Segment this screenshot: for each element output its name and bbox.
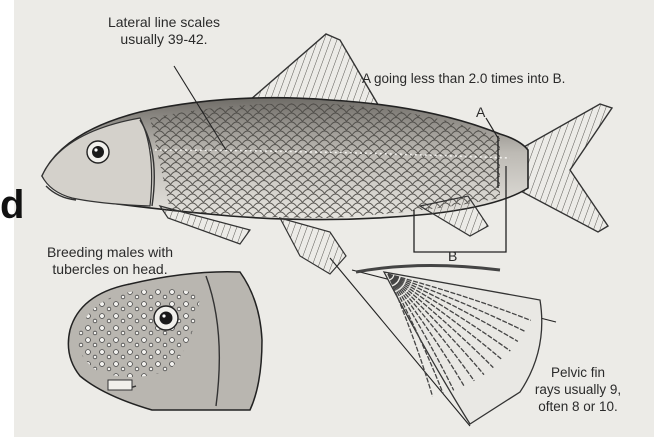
breeding-head-inset <box>68 272 262 410</box>
pelvic-label-line1: Pelvic fin <box>518 364 638 381</box>
breeding-label-line2: tubercles on head. <box>10 261 210 278</box>
caudal-fin <box>515 104 612 232</box>
lateral-line-label-line2: usually 39-42. <box>84 31 244 48</box>
marker-b-label: B <box>448 248 457 265</box>
pelvic-label-line2: rays usually 9, <box>518 381 638 398</box>
fish-eye <box>87 141 109 163</box>
marker-a-label: A <box>476 104 485 121</box>
breeding-males-label: Breeding males with tubercles on head. <box>10 244 210 278</box>
lateral-line-label: Lateral line scales usually 39-42. <box>84 14 244 48</box>
inset-eye <box>154 306 178 330</box>
breeding-label-line1: Breeding males with <box>10 244 210 261</box>
pelvic-label-line3: often 8 or 10. <box>518 398 638 415</box>
dorsal-fin <box>250 34 380 108</box>
pelvic-fin-label: Pelvic fin rays usually 9, often 8 or 10… <box>518 364 638 415</box>
lateral-line-label-line1: Lateral line scales <box>84 14 244 31</box>
ratio-note-label: A going less than 2.0 times into B. <box>362 70 565 87</box>
edge-text: d <box>0 183 24 227</box>
